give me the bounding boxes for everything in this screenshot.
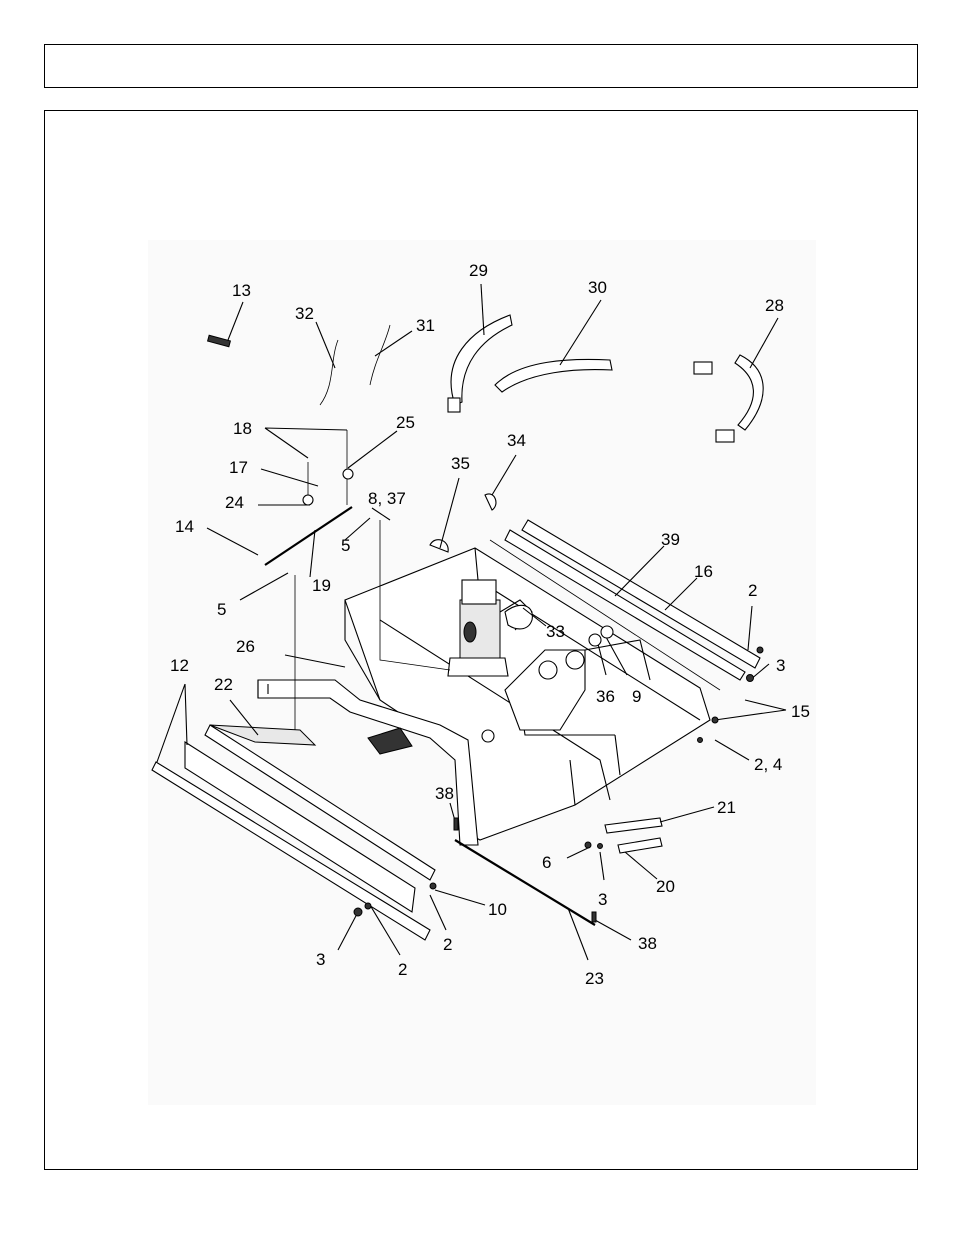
callout-label: 18: [233, 419, 252, 438]
callout-label: 2, 4: [754, 755, 782, 774]
callout-label: 5: [341, 536, 350, 555]
callout-label: 38: [435, 784, 454, 803]
callout-label: 20: [656, 877, 675, 896]
callout-label: 30: [588, 278, 607, 297]
callout-label: 25: [396, 413, 415, 432]
callout-label: 16: [694, 562, 713, 581]
callout-label: 32: [295, 304, 314, 323]
callout-label: 22: [214, 675, 233, 694]
callout-label: 28: [765, 296, 784, 315]
callout-label: 3: [316, 950, 325, 969]
callout-label: 33: [546, 622, 565, 641]
callout-label: 12: [170, 656, 189, 675]
callout-label: 26: [236, 637, 255, 656]
callout-label: 21: [717, 798, 736, 817]
callout-label: 24: [225, 493, 244, 512]
callout-label: 2: [443, 935, 452, 954]
callout-label: 15: [791, 702, 810, 721]
callout-label: 10: [488, 900, 507, 919]
callout-label: 5: [217, 600, 226, 619]
callout-label: 17: [229, 458, 248, 477]
callout-label: 6: [542, 853, 551, 872]
callout-label: 8, 37: [368, 489, 406, 508]
callout-label: 38: [638, 934, 657, 953]
callout-label: 3: [776, 656, 785, 675]
callout-label: 31: [416, 316, 435, 335]
callout-label: 23: [585, 969, 604, 988]
callout-label: 2: [748, 581, 757, 600]
callout-label: 9: [632, 687, 641, 706]
callout-label: 13: [232, 281, 251, 300]
callout-label: 19: [312, 576, 331, 595]
callout-label: 3: [598, 890, 607, 909]
callout-label: 29: [469, 261, 488, 280]
callout-label: 35: [451, 454, 470, 473]
callout-label: 39: [661, 530, 680, 549]
callout-label: 2: [398, 960, 407, 979]
callout-label: 34: [507, 431, 526, 450]
callout-label: 14: [175, 517, 194, 536]
callout-label: 36: [596, 687, 615, 706]
